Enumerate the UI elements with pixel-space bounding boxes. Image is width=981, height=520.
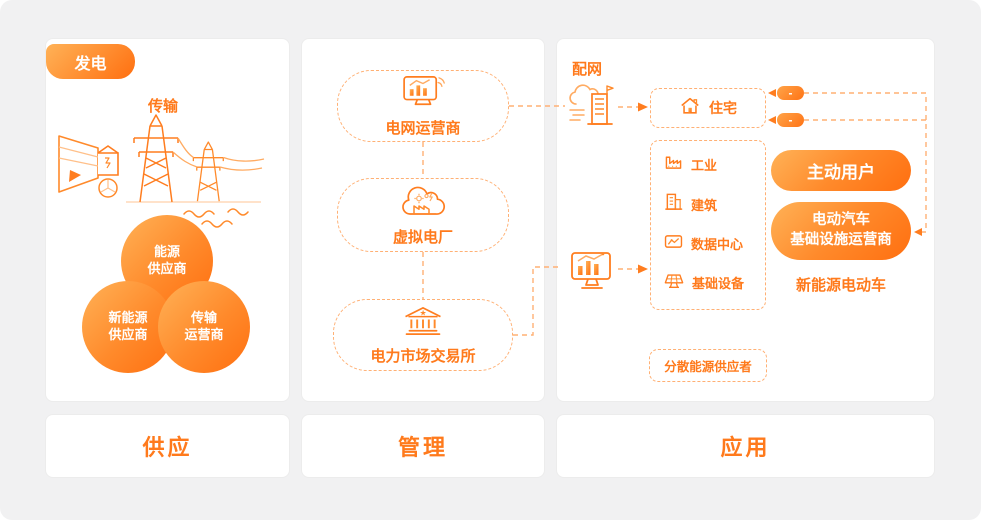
factory-icon (664, 153, 683, 175)
load-row-industry: 工业 (664, 153, 757, 175)
bank-icon: ★ (400, 304, 446, 342)
distributed-energy-label: 分散能源供应者 (664, 360, 752, 374)
collapse-button-1[interactable]: - (777, 86, 804, 100)
distribution-grid-label: 配网 (572, 61, 603, 78)
virtual-power-plant-label: 虚拟电厂 (392, 228, 453, 246)
loads-group: 工业 建筑 数据中心 (650, 140, 766, 310)
power-exchange-node: ★ 电力市场交易所 (333, 299, 513, 371)
load-row-equipment: 基础设备 (664, 271, 757, 295)
solar-panel-icon (664, 271, 684, 295)
data-center-label: 数据中心 (691, 237, 744, 253)
supplier-circle-energy-line2: 供应商 (147, 261, 187, 276)
supplier-circle-transmission: 传输 运营商 (158, 281, 250, 373)
load-row-data-center: 数据中心 (664, 234, 757, 254)
ev-note-label: 新能源电动车 (795, 277, 886, 294)
power-exchange-label: 电力市场交易所 (370, 348, 476, 365)
load-row-building: 建筑 (664, 192, 757, 216)
management-footer-panel: 管理 (301, 414, 545, 478)
monitor-chart-icon (400, 75, 446, 114)
grid-operator-label: 电网运营商 (385, 119, 461, 137)
data-center-icon (664, 234, 683, 254)
distributed-energy-node: 分散能源供应者 (649, 349, 767, 382)
power-plant-illustration (58, 114, 265, 228)
distribution-cloud-icon (568, 82, 616, 137)
active-user-button[interactable]: 主动用户 (771, 150, 911, 191)
ev-operator-line1: 电动汽车 (812, 212, 870, 229)
ev-operator-line2: 基础设施运营商 (790, 232, 892, 248)
supplier-circle-transmission-line2: 运营商 (184, 327, 224, 342)
svg-text:★: ★ (420, 309, 427, 318)
cloud-factory-icon (399, 184, 447, 223)
industry-label: 工业 (691, 157, 718, 173)
application-footer-label: 应用 (720, 435, 771, 460)
management-footer-label: 管理 (397, 435, 448, 460)
supply-footer-panel: 供应 (45, 414, 290, 478)
house-icon (679, 96, 701, 120)
virtual-power-plant-node: 虚拟电厂 (337, 178, 509, 252)
generation-badge: 发电 (46, 44, 135, 79)
supplier-circle-new-energy-line1: 新能源 (108, 310, 148, 326)
supply-footer-label: 供应 (142, 435, 193, 460)
ev-infrastructure-operator-button[interactable]: 电动汽车 基础设施运营商 (771, 202, 911, 260)
supplier-circle-transmission-line1: 传输 (190, 310, 217, 326)
collapse-button-2[interactable]: - (777, 113, 804, 127)
application-footer-panel: 应用 (556, 414, 935, 478)
residence-label: 住宅 (709, 100, 737, 116)
supplier-circle-new-energy-line2: 供应商 (108, 327, 148, 342)
equipment-label: 基础设备 (692, 276, 745, 292)
building-icon (664, 192, 683, 216)
building-label: 建筑 (691, 197, 718, 213)
grid-operator-node: 电网运营商 (337, 70, 509, 142)
supplier-circle-energy-line1: 能源 (153, 244, 180, 260)
residence-node: 住宅 (650, 88, 766, 128)
transmission-label: 传输 (148, 98, 179, 115)
distribution-monitor-icon (568, 246, 616, 301)
